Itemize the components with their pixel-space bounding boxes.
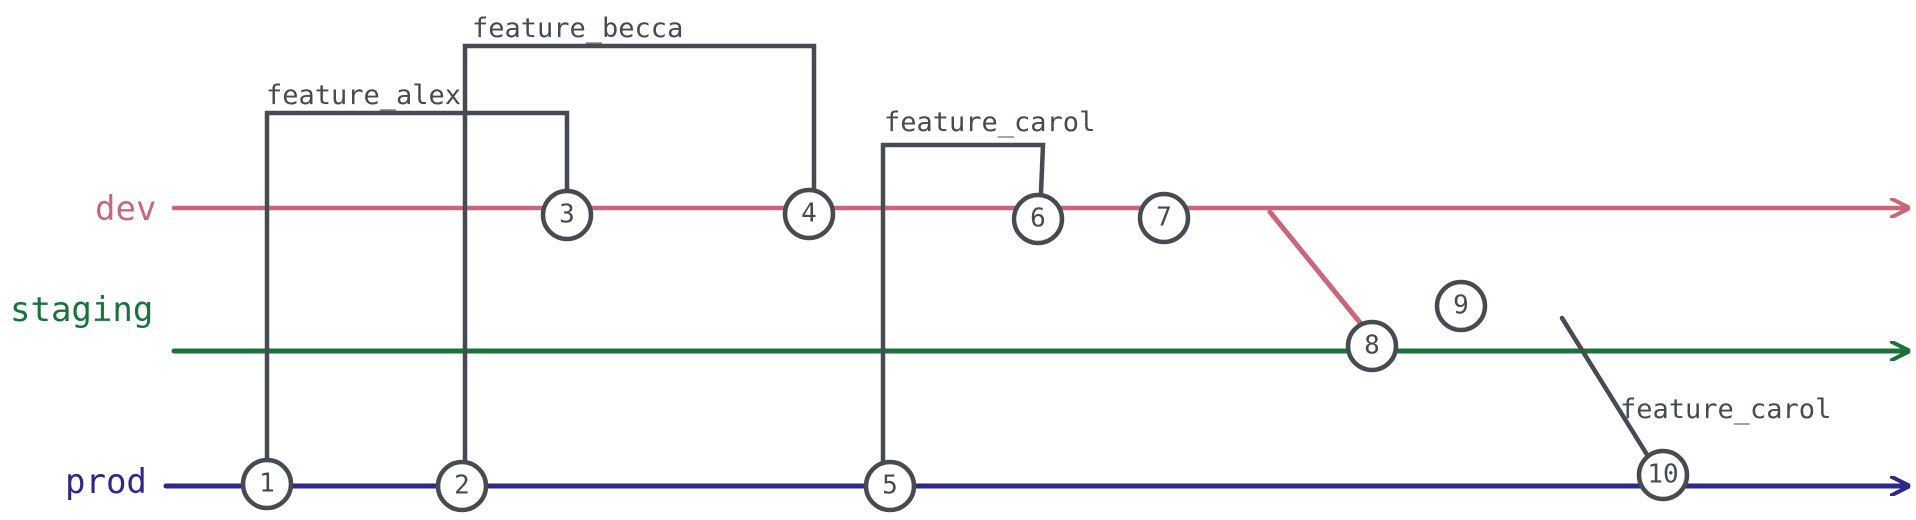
commit-label-6: 6 [1030, 204, 1046, 234]
commit-label-8: 8 [1364, 331, 1380, 361]
commit-label-10: 10 [1647, 460, 1678, 490]
commit-node-10: 10 [1636, 448, 1690, 502]
feature-alex-branch-path [264, 110, 570, 484]
feature-carol-hotfix-path [1559, 315, 1659, 472]
feature-carol-branch-path [880, 142, 1046, 484]
commit-node-9: 9 [1434, 279, 1488, 333]
feature-alex-label: feature_alex [266, 80, 461, 111]
feature-becca-branch-path [462, 43, 817, 484]
commit-node-3: 3 [540, 188, 594, 242]
prod-branch-label: prod [65, 462, 147, 502]
commit-node-1: 1 [240, 457, 294, 511]
feature-becca-label: feature_becca [472, 13, 683, 44]
commit-label-7: 7 [1156, 203, 1172, 233]
commit-label-5: 5 [882, 471, 898, 501]
commit-label-2: 2 [454, 471, 470, 501]
feature-carol-label: feature_carol [884, 107, 1095, 138]
commit-node-8: 8 [1345, 319, 1399, 373]
commit-node-4: 4 [782, 187, 836, 241]
commit-node-7: 7 [1137, 191, 1191, 245]
commit-node-6: 6 [1011, 192, 1065, 246]
commit-label-4: 4 [801, 199, 817, 229]
staging-branch-label: staging [10, 290, 153, 330]
feature-carol-hotfix-label: feature_carol [1620, 394, 1831, 425]
commit-node-5: 5 [863, 459, 917, 513]
commit-node-2: 2 [435, 459, 489, 513]
dev-to-staging-merge-line [1267, 209, 1369, 333]
commit-label-3: 3 [559, 200, 575, 230]
commit-label-9: 9 [1453, 291, 1469, 321]
commit-label-1: 1 [259, 469, 275, 499]
dev-branch-label: dev [95, 189, 156, 229]
